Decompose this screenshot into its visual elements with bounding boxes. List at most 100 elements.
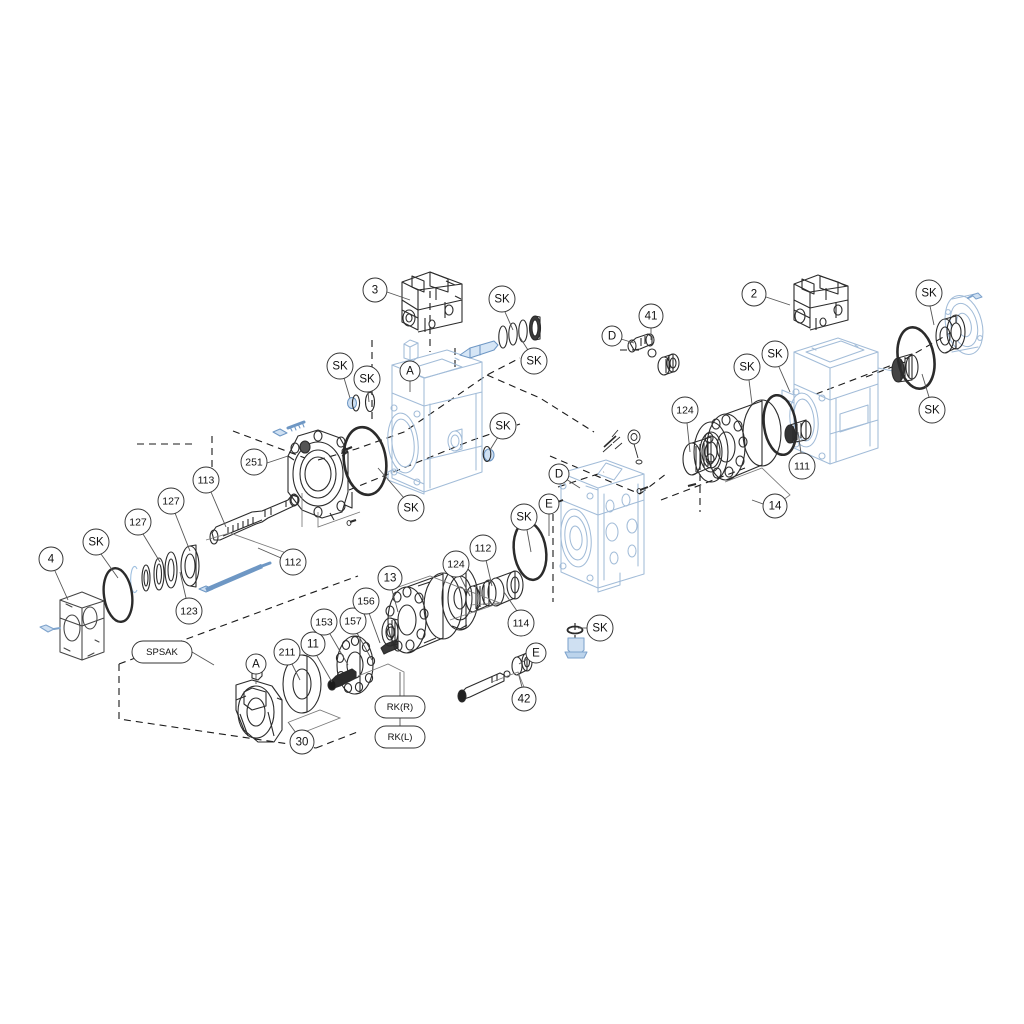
callout-42[interactable]: 42: [511, 686, 537, 712]
callout-bubble: [638, 303, 664, 329]
callout-251[interactable]: 251: [240, 448, 268, 476]
callout-sk[interactable]: SK: [397, 494, 425, 522]
callout-3[interactable]: 3: [362, 277, 388, 303]
plug-blue-b: [483, 448, 495, 462]
callout-e[interactable]: E: [538, 493, 560, 515]
callout-sk[interactable]: SK: [353, 365, 381, 393]
callout-sk[interactable]: SK: [326, 352, 354, 380]
callout-label: SPSAK: [146, 647, 178, 658]
callout-bubble: [741, 281, 767, 307]
snap-ring: [130, 565, 138, 594]
callout-label: 127: [129, 517, 147, 529]
callout-label: 157: [344, 616, 362, 628]
callout-rkl[interactable]: RK(L): [374, 725, 426, 749]
callout-a[interactable]: A: [245, 653, 267, 675]
leader-line-112: [257, 547, 282, 559]
leader-line-E: [518, 657, 530, 665]
callout-spsak[interactable]: SPSAK: [131, 640, 193, 664]
callout-bubble: [374, 725, 426, 749]
callout-30[interactable]: 30: [289, 729, 315, 755]
callout-bubble: [671, 396, 699, 424]
callout-sk[interactable]: SK: [520, 347, 548, 375]
callout-sk[interactable]: SK: [761, 340, 789, 368]
callout-label: SK: [921, 288, 937, 300]
callout-114[interactable]: 114: [507, 609, 535, 637]
callout-bubble: [310, 608, 338, 636]
callout-bubble: [397, 494, 425, 522]
callout-a[interactable]: A: [399, 360, 421, 382]
callout-sk[interactable]: SK: [510, 503, 538, 531]
callout-sk[interactable]: SK: [489, 412, 517, 440]
callout-bubble: [733, 353, 761, 381]
callout-124[interactable]: 124: [442, 550, 470, 578]
callout-41[interactable]: 41: [638, 303, 664, 329]
bolt-spring-251: [272, 420, 306, 437]
callout-2[interactable]: 2: [741, 281, 767, 307]
callout-d[interactable]: D: [548, 463, 570, 485]
callout-153[interactable]: 153: [310, 608, 338, 636]
leader-line-127: [142, 533, 161, 563]
callout-13[interactable]: 13: [377, 565, 403, 591]
callout-124[interactable]: 124: [671, 396, 699, 424]
callout-bubble: [442, 550, 470, 578]
callout-label: SK: [494, 294, 510, 306]
o-ring-end-cover: [102, 566, 134, 624]
callout-157[interactable]: 157: [339, 607, 367, 635]
callout-leader-lines: [54, 291, 935, 734]
callout-211[interactable]: 211: [273, 638, 301, 666]
callout-4[interactable]: 4: [38, 546, 64, 572]
callout-label: RK(L): [388, 732, 413, 743]
callout-bubble: [538, 493, 560, 515]
callout-bubble: [374, 695, 426, 719]
callout-127[interactable]: 127: [124, 508, 152, 536]
callout-111[interactable]: 111: [788, 452, 816, 480]
callout-label: SK: [767, 349, 783, 361]
callout-label: 156: [357, 596, 375, 608]
callout-label: SK: [359, 374, 375, 386]
callout-156[interactable]: 156: [352, 587, 380, 615]
callout-label: 113: [198, 475, 215, 487]
regulator-assembly-3: [401, 271, 463, 333]
callout-rkr[interactable]: RK(R): [374, 695, 426, 719]
leader-line-11: [316, 655, 333, 683]
callout-sk[interactable]: SK: [488, 285, 516, 313]
callout-11[interactable]: 11: [300, 631, 326, 657]
callout-112[interactable]: 112: [469, 534, 497, 562]
callout-sk[interactable]: SK: [918, 396, 946, 424]
callout-label: SK: [495, 421, 511, 433]
callout-bubble: [273, 638, 301, 666]
callout-112[interactable]: 112: [279, 548, 307, 576]
callout-sk[interactable]: SK: [586, 614, 614, 642]
callout-label: E: [532, 648, 540, 660]
leader-line-211: [291, 663, 301, 681]
callout-14[interactable]: 14: [762, 493, 788, 519]
callout-bubble: [399, 360, 421, 382]
callout-bubble: [511, 686, 537, 712]
callout-bubble: [525, 642, 547, 664]
callout-127[interactable]: 127: [157, 487, 185, 515]
callout-label: 211: [279, 647, 296, 659]
callout-bubble: [469, 534, 497, 562]
callout-label: 124: [447, 559, 465, 571]
callout-bubble: [240, 448, 268, 476]
leader-line-SK: [489, 436, 499, 451]
detail-parts-group: [102, 271, 966, 743]
callout-sk[interactable]: SK: [733, 353, 761, 381]
callout-123[interactable]: 123: [175, 597, 203, 625]
leader-line-153: [329, 633, 349, 666]
leader-line-112: [485, 559, 493, 587]
leader-line-SPSAK: [191, 651, 215, 666]
seal-ring-right-housing: [482, 445, 492, 463]
spline-coupling-111: [784, 419, 812, 444]
callout-sk[interactable]: SK: [82, 528, 110, 556]
callout-d[interactable]: D: [601, 325, 623, 347]
leader-line-123: [179, 571, 187, 599]
shoe-plate-153: [335, 635, 376, 695]
leader-line-SK: [748, 379, 753, 405]
callout-113[interactable]: 113: [192, 466, 220, 494]
leader-line-SK: [100, 553, 119, 579]
callout-sk[interactable]: SK: [915, 279, 943, 307]
callout-bubble: [279, 548, 307, 576]
callout-e[interactable]: E: [525, 642, 547, 664]
